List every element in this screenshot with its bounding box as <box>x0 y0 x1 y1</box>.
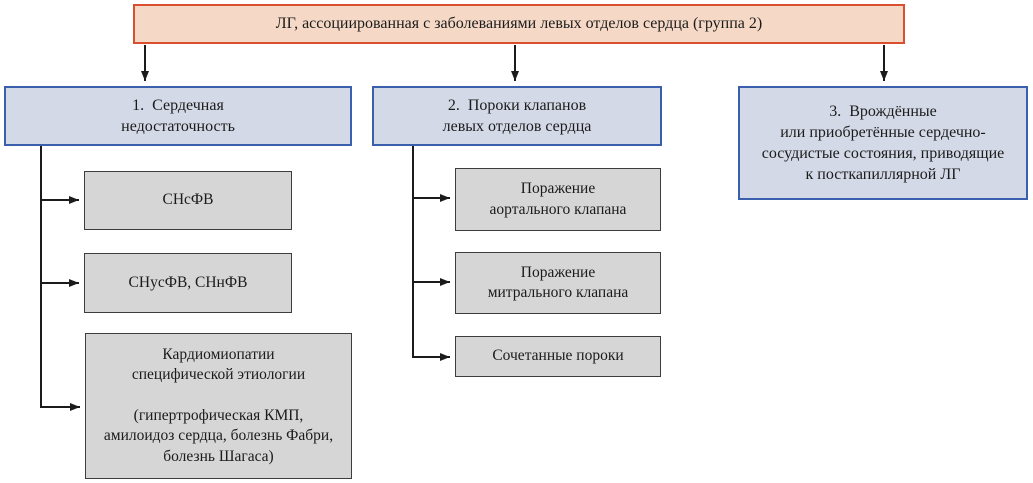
group2-box-valve-disease: 2. Пороки клапанов левых отделов сердца <box>372 86 662 146</box>
child-box-cardiomyopathies: Кардиомиопатии специфической этиологии (… <box>85 333 352 479</box>
child-box-combined-defects: Сочетанные пороки <box>455 336 661 377</box>
child-box-mitral-valve: Поражение митрального клапана <box>455 252 661 314</box>
child-box-hfmref-hfref: СНусФВ, СНнФВ <box>84 253 292 313</box>
child-box-hfpef: СНсФВ <box>84 171 292 230</box>
root-box-lh-disease-group2: ЛГ, ассоциированная с заболеваниями левы… <box>133 4 905 44</box>
group1-box-heart-failure: 1. Сердечная недостаточность <box>4 86 352 146</box>
child-box-aortic-valve: Поражение аортального клапана <box>455 168 661 231</box>
group3-box-congenital-acquired: 3. Врождённые или приобретённые сердечно… <box>738 86 1028 200</box>
